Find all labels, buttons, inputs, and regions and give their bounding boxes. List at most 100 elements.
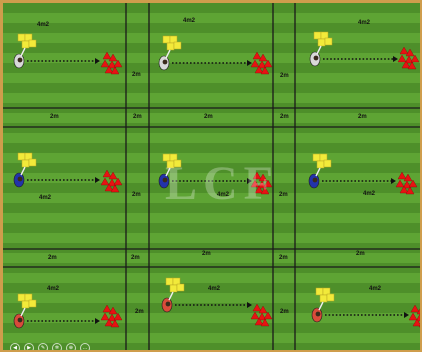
bib-marker (318, 39, 325, 46)
play-icon[interactable]: ▶ (24, 343, 34, 350)
bib-marker (18, 34, 25, 41)
player-head (314, 56, 319, 61)
player-head (18, 58, 23, 63)
gap-label: 2m (132, 72, 141, 79)
player-arm (21, 308, 25, 316)
area-label: 4m2 (208, 286, 220, 293)
playback-toolbar: ◀ ▶ ✎ ✲ ⊕ … (10, 343, 90, 350)
bib-marker (327, 294, 334, 301)
cone (101, 60, 109, 67)
gap-label: 2m (202, 251, 211, 258)
drill-unit (14, 34, 122, 74)
gap-label: 2m (50, 114, 59, 121)
bib-marker (18, 294, 25, 301)
cone (400, 47, 408, 54)
gap-label: 2m (131, 255, 140, 262)
training-pitch: LCF 4m2 4m2 4m2 4m2 4m2 4m2 4m2 4m2 4m2 … (3, 3, 420, 350)
arrow-head (247, 302, 252, 308)
player-arm (21, 48, 25, 56)
player-head (18, 318, 23, 323)
area-label: 4m2 (47, 286, 59, 293)
bib-marker (18, 153, 25, 160)
bib-marker (170, 285, 177, 292)
cone (253, 304, 261, 311)
area-label: 4m2 (363, 191, 375, 198)
bib-marker (166, 278, 173, 285)
player-arm (169, 292, 173, 300)
arrow-head (247, 60, 252, 66)
gap-label: 2m (358, 114, 367, 121)
bib-marker (316, 288, 323, 295)
gap-label: 2m (132, 192, 141, 199)
pen-icon[interactable]: ✎ (38, 343, 48, 350)
drill-unit (309, 154, 417, 194)
gap-label: 2m (280, 309, 289, 316)
area-label: 4m2 (217, 192, 229, 199)
player-head (163, 60, 168, 65)
bib-marker (320, 295, 327, 302)
player-arm (317, 46, 321, 54)
bib-marker (29, 300, 36, 307)
cone (398, 172, 406, 179)
drill-unit (159, 36, 272, 74)
player-arm (316, 168, 320, 176)
gap-label: 2m (356, 251, 365, 258)
cone (103, 170, 111, 177)
drill-unit (14, 294, 122, 328)
zoom-icon[interactable]: ⊕ (66, 343, 76, 350)
arrow-head (95, 58, 100, 64)
bib-marker (22, 160, 29, 167)
cone (103, 52, 111, 59)
bib-marker (22, 41, 29, 48)
cone (251, 60, 259, 67)
bib-marker (317, 161, 324, 168)
gap-label: 2m (48, 255, 57, 262)
arrow-head (95, 318, 100, 324)
arrow-head (391, 178, 396, 184)
bib-marker (324, 160, 331, 167)
cone (253, 52, 261, 59)
bib-marker (177, 284, 184, 291)
watermark: LCF (165, 156, 315, 211)
gap-label: 2m (133, 114, 142, 121)
gap-label: 2m (280, 114, 289, 121)
bib-marker (22, 301, 29, 308)
area-label: 4m2 (39, 195, 51, 202)
player-arm (166, 50, 170, 58)
bib-marker (163, 36, 170, 43)
gap-label: 2m (279, 255, 288, 262)
player-head (316, 312, 321, 317)
bib-marker (174, 42, 181, 49)
more-icon[interactable]: … (80, 343, 90, 350)
area-label: 4m2 (369, 286, 381, 293)
area-label: 4m2 (183, 18, 195, 25)
drill-unit (312, 288, 420, 327)
cone (101, 313, 109, 320)
cone (411, 305, 419, 312)
gap-label: 2m (279, 192, 288, 199)
gap-label: 2m (204, 114, 213, 121)
bib-marker (314, 32, 321, 39)
cone (101, 178, 109, 185)
arrow-head (95, 177, 100, 183)
player-arm (319, 302, 323, 310)
arrow-head (404, 312, 409, 318)
player-head (18, 177, 23, 182)
bib-marker (29, 159, 36, 166)
rewind-icon[interactable]: ◀ (10, 343, 20, 350)
player-arm (21, 167, 25, 175)
cone (398, 55, 406, 62)
drill-unit (310, 32, 419, 69)
cone (251, 312, 259, 319)
cone (409, 313, 417, 320)
bib-marker (325, 38, 332, 45)
settings-icon[interactable]: ✲ (52, 343, 62, 350)
gap-label: 2m (135, 309, 144, 316)
gap-label: 2m (280, 73, 289, 80)
drill-unit (14, 153, 122, 192)
bib-marker (167, 43, 174, 50)
bib-marker (29, 40, 36, 47)
player-head (166, 302, 171, 307)
cone (396, 180, 404, 187)
